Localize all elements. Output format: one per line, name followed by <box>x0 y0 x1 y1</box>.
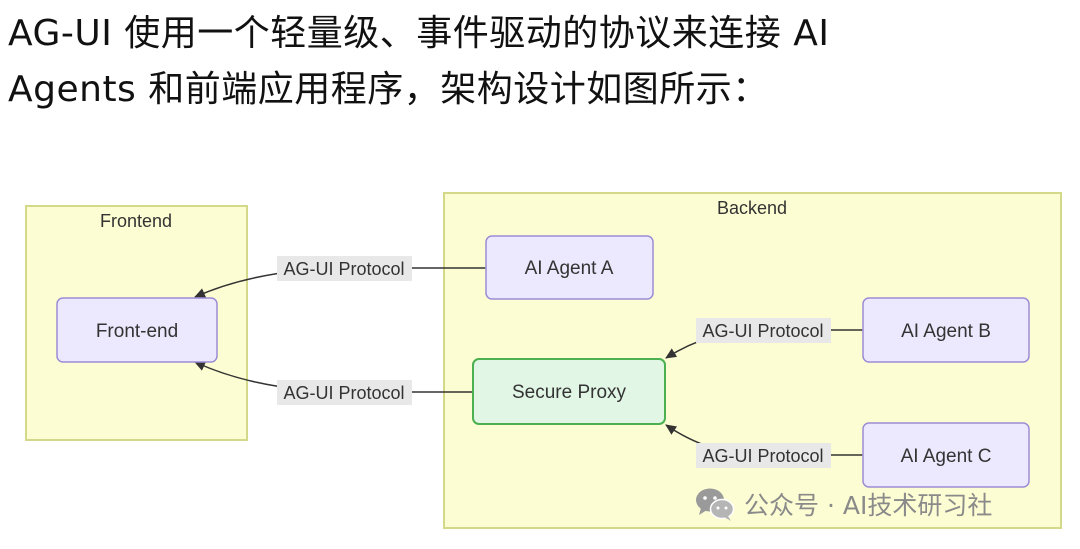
wechat-icon <box>696 488 735 521</box>
edge-proxy-agent-b: AG-UI Protocol <box>665 318 872 359</box>
edge-frontend-agent-a: AG-UI Protocol <box>194 256 495 298</box>
node-secure-proxy[interactable]: Secure Proxy <box>472 358 666 425</box>
edge-proxy-agent-c: AG-UI Protocol <box>665 424 872 468</box>
edge-frontend-proxy: AG-UI Protocol <box>194 361 482 405</box>
node-agent-c-label: AI Agent C <box>901 446 992 467</box>
node-agent-b-label: AI Agent B <box>901 321 991 342</box>
node-secure-proxy-label: Secure Proxy <box>512 382 627 403</box>
frontend-group-label: Frontend <box>100 211 172 231</box>
watermark: 公众号 · AI技术研习社 <box>694 484 992 524</box>
intro-line-1: AG-UI 使用一个轻量级、事件驱动的协议来连接 AI <box>8 13 830 54</box>
backend-group-label: Backend <box>717 198 787 218</box>
intro-line-2: Agents 和前端应用程序，架构设计如图所示： <box>8 69 769 110</box>
watermark-text: 公众号 · AI技术研习社 <box>744 491 993 520</box>
node-agent-c[interactable]: AI Agent C <box>862 422 1030 488</box>
node-front-end[interactable]: Front-end <box>56 297 218 363</box>
edge-label-agent-c: AG-UI Protocol <box>702 446 823 466</box>
node-agent-a[interactable]: AI Agent A <box>485 235 654 300</box>
edge-label-agent-b: AG-UI Protocol <box>702 321 823 341</box>
node-agent-b[interactable]: AI Agent B <box>862 297 1030 363</box>
edge-label-proxy: AG-UI Protocol <box>283 383 404 403</box>
intro-text: AG-UI 使用一个轻量级、事件驱动的协议来连接 AI Agents 和前端应用… <box>8 6 1074 118</box>
node-agent-a-label: AI Agent A <box>525 258 614 279</box>
node-front-end-label: Front-end <box>96 321 178 342</box>
edge-label-agent-a: AG-UI Protocol <box>283 259 404 279</box>
